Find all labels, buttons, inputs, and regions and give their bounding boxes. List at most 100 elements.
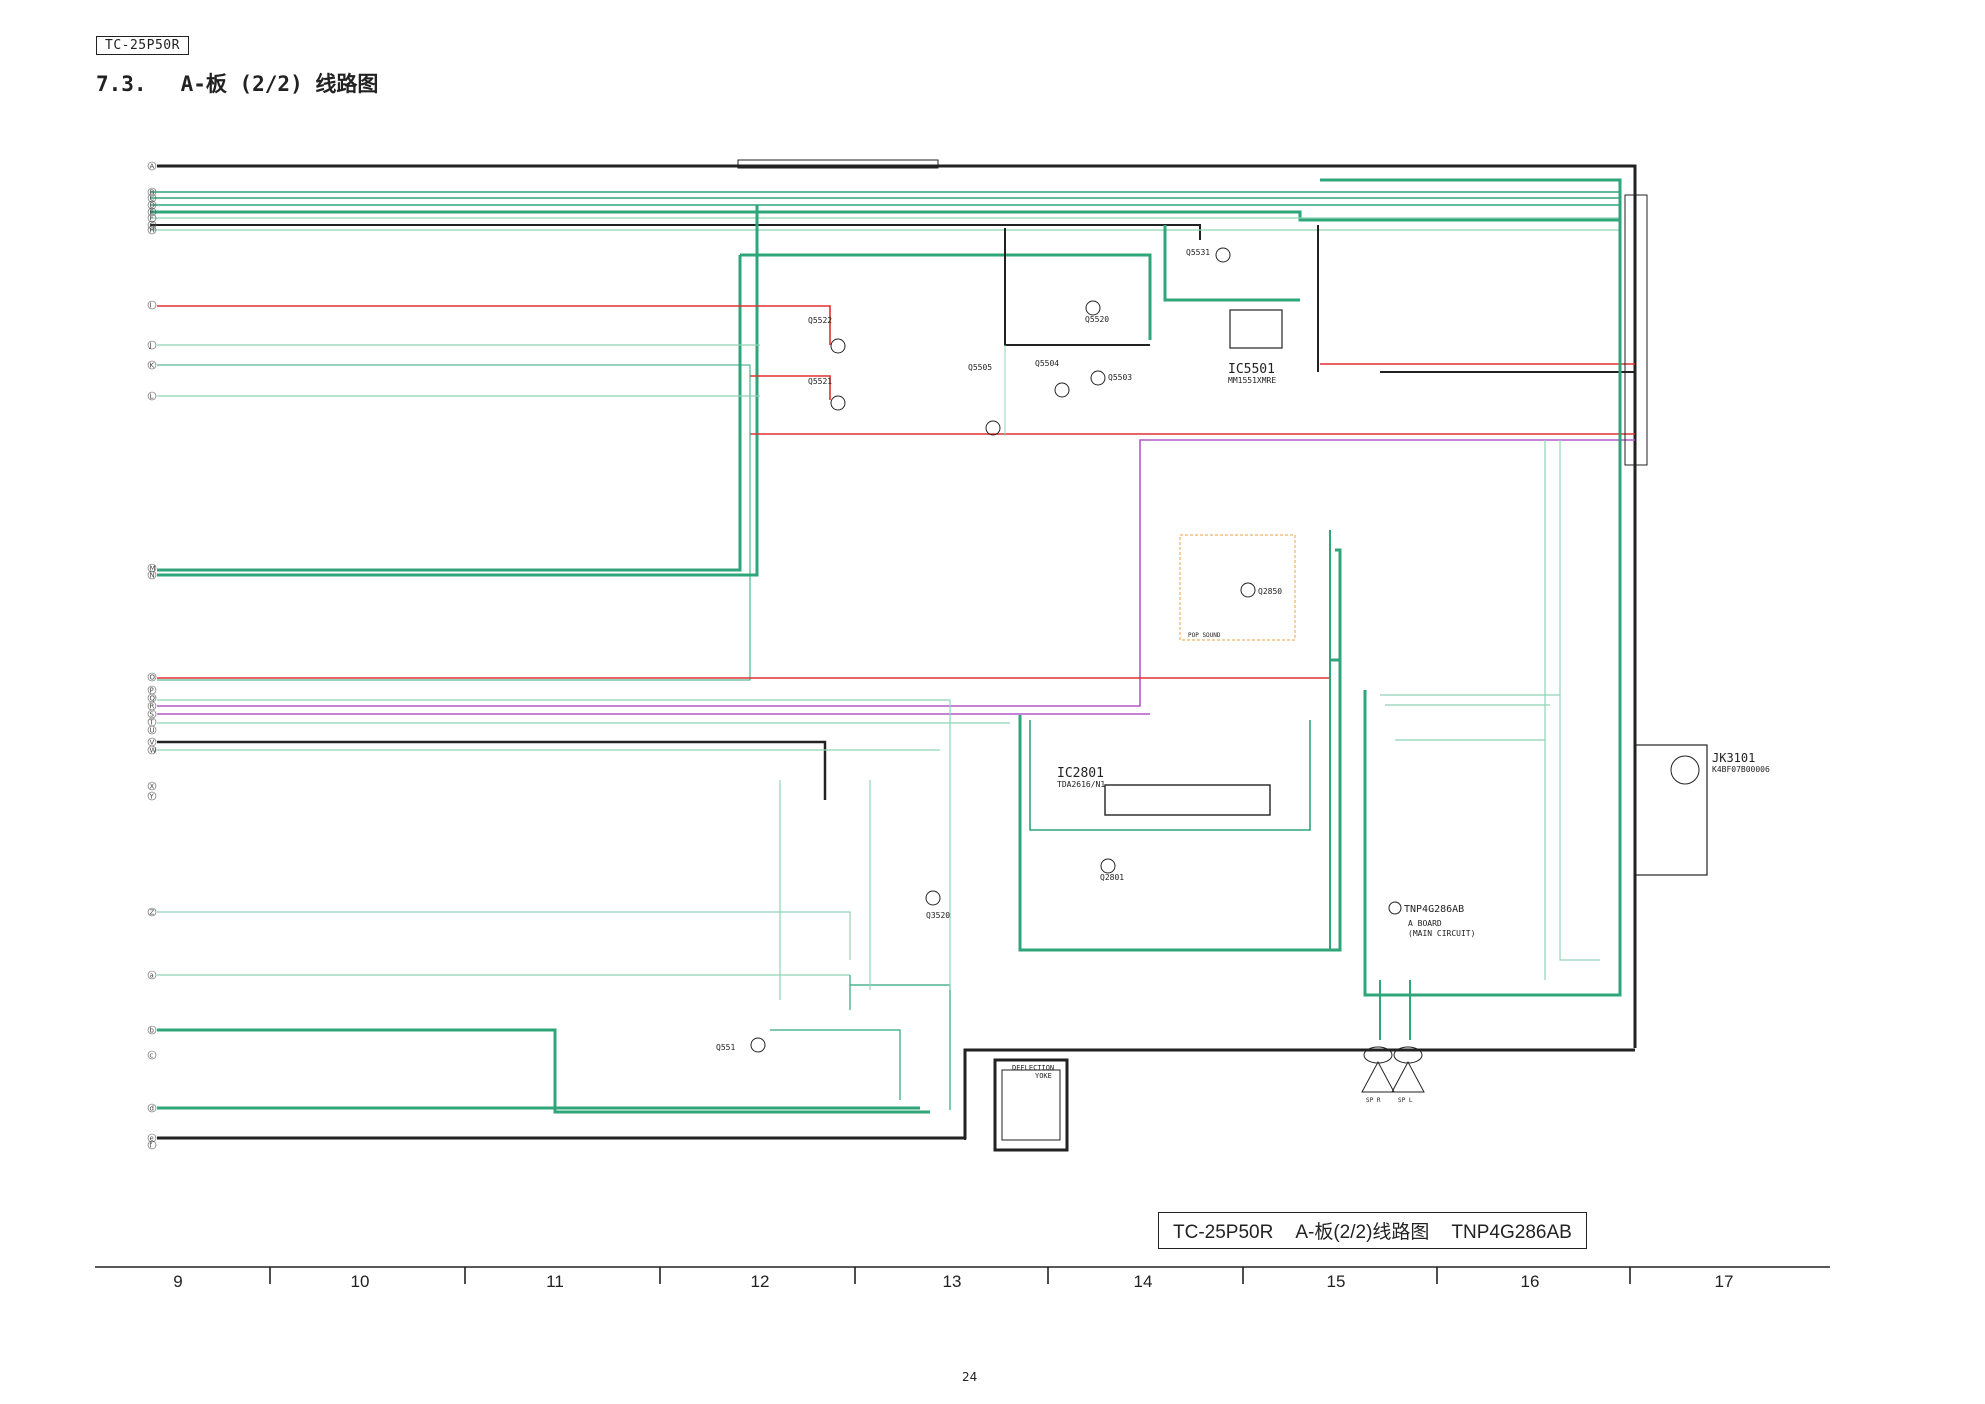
board-line1: A BOARD (1408, 919, 1442, 928)
row-marker-label: X (150, 783, 155, 791)
row-marker: S (147, 709, 157, 719)
board-line2: (MAIN CIRCUIT) (1408, 929, 1475, 938)
column-label: 11 (546, 1272, 564, 1291)
row-marker: H (147, 225, 157, 235)
row-marker: N (147, 570, 157, 580)
row-marker: U (147, 725, 157, 735)
transistor-label: Q5503 (1108, 373, 1132, 382)
transistor-label: Q551 (716, 1043, 735, 1052)
section-title: A-板 (2/2) 线路图 (180, 72, 379, 96)
row-marker: a (147, 970, 157, 980)
row-marker-label: A (150, 163, 155, 171)
row-marker: O (147, 672, 157, 682)
row-marker-label: I (150, 302, 152, 310)
row-marker-label: e (150, 1135, 154, 1143)
row-marker: K (147, 360, 157, 370)
title-block: TC-25P50R A-板(2/2)线路图 TNP4G286AB (1158, 1212, 1587, 1249)
row-marker: b (147, 1025, 157, 1035)
row-marker: P (147, 685, 157, 695)
label-layer: IC5501 MM1551XMRE IC2801 TDA2616/N1 JK31… (716, 248, 1770, 1104)
transistor-label: Q5531 (1186, 248, 1210, 257)
wire-layer (95, 159, 1830, 1268)
title-block-title: A-板(2/2)线路图 (1295, 1222, 1430, 1243)
row-marker: B (147, 187, 157, 197)
transistor-label: Q5520 (1085, 315, 1109, 324)
row-marker: d (147, 1103, 157, 1113)
row-marker: R (147, 701, 157, 711)
pop-sound-label: POP SOUND (1188, 632, 1221, 639)
board-ref: TNP4G286AB (1404, 904, 1464, 915)
row-marker-label: d (150, 1105, 154, 1113)
row-marker: M (147, 563, 157, 573)
transistor-label: Q5504 (1035, 359, 1059, 368)
column-label: 9 (173, 1272, 182, 1291)
ic2801-part: TDA2616/N1 (1057, 780, 1105, 789)
row-marker: D (147, 200, 157, 210)
row-marker: Z (147, 907, 157, 917)
title-block-model: TC-25P50R (1173, 1222, 1274, 1243)
column-label: 13 (943, 1272, 962, 1291)
row-marker-label: f (150, 1142, 153, 1150)
speaker-label: SP L (1398, 1097, 1413, 1104)
row-marker-label: U (150, 727, 155, 735)
column-label: 15 (1327, 1272, 1346, 1291)
row-marker-label: M (150, 565, 156, 573)
transistor-label: Q2850 (1258, 587, 1282, 596)
yoke-label-1: DEFLECTION (1012, 1064, 1054, 1072)
row-marker: A (147, 161, 157, 171)
row-marker-label: E (150, 209, 154, 217)
row-marker-label: P (150, 687, 154, 695)
row-marker: Y (147, 791, 157, 801)
column-label: 16 (1521, 1272, 1540, 1291)
row-marker: C (147, 193, 157, 203)
column-label: 12 (751, 1272, 770, 1291)
row-marker-label: S (150, 711, 155, 719)
row-marker: I (147, 300, 157, 310)
row-marker-label: H (150, 227, 155, 235)
column-label: 17 (1715, 1272, 1734, 1291)
row-marker-label: Z (150, 909, 155, 917)
component-layer (750, 247, 1700, 1093)
row-marker-label: F (150, 215, 154, 223)
yoke-label-2: YOKE (1035, 1072, 1052, 1080)
row-marker-label: J (149, 342, 152, 350)
row-marker: c (147, 1050, 157, 1060)
row-marker-label: B (150, 189, 155, 197)
row-marker: X (147, 781, 157, 791)
row-marker-label: a (150, 972, 154, 980)
row-marker-label: D (150, 202, 155, 210)
row-marker: f (147, 1140, 157, 1150)
row-marker: e (147, 1133, 157, 1143)
jk3101-ref: JK3101 (1712, 751, 1755, 765)
title-block-part-number: TNP4G286AB (1451, 1222, 1572, 1243)
row-marker-label: C (150, 195, 155, 203)
row-marker-label: T (149, 719, 155, 727)
page-heading: 7.3.A-板 (2/2) 线路图 (96, 68, 412, 98)
ic5501-ref: IC5501 (1228, 362, 1275, 377)
row-marker-label: Y (149, 793, 155, 801)
row-marker-label: N (150, 572, 155, 580)
transistor-label: Q5505 (968, 363, 992, 372)
row-marker: T (147, 717, 157, 727)
row-marker-label: V (150, 739, 155, 747)
row-marker-label: c (150, 1052, 154, 1060)
row-marker: J (147, 340, 157, 350)
ic2801-ref: IC2801 (1057, 766, 1104, 781)
row-marker: W (147, 745, 157, 755)
row-marker: L (147, 391, 157, 401)
row-marker-label: b (150, 1027, 155, 1035)
page-number: 24 (962, 1370, 978, 1384)
row-marker-label: Q (150, 695, 156, 703)
transistor-label: Q5522 (808, 316, 832, 325)
ic5501-part: MM1551XMRE (1228, 376, 1276, 385)
row-marker-label: W (150, 747, 157, 755)
transistor-label: Q3520 (926, 911, 950, 920)
row-marker: Q (147, 693, 157, 703)
row-marker: E (147, 207, 157, 217)
model-tag: TC-25P50R (96, 36, 189, 55)
column-label: 14 (1134, 1272, 1153, 1291)
speaker-label: SP R (1366, 1097, 1381, 1104)
row-marker: G (147, 220, 157, 230)
